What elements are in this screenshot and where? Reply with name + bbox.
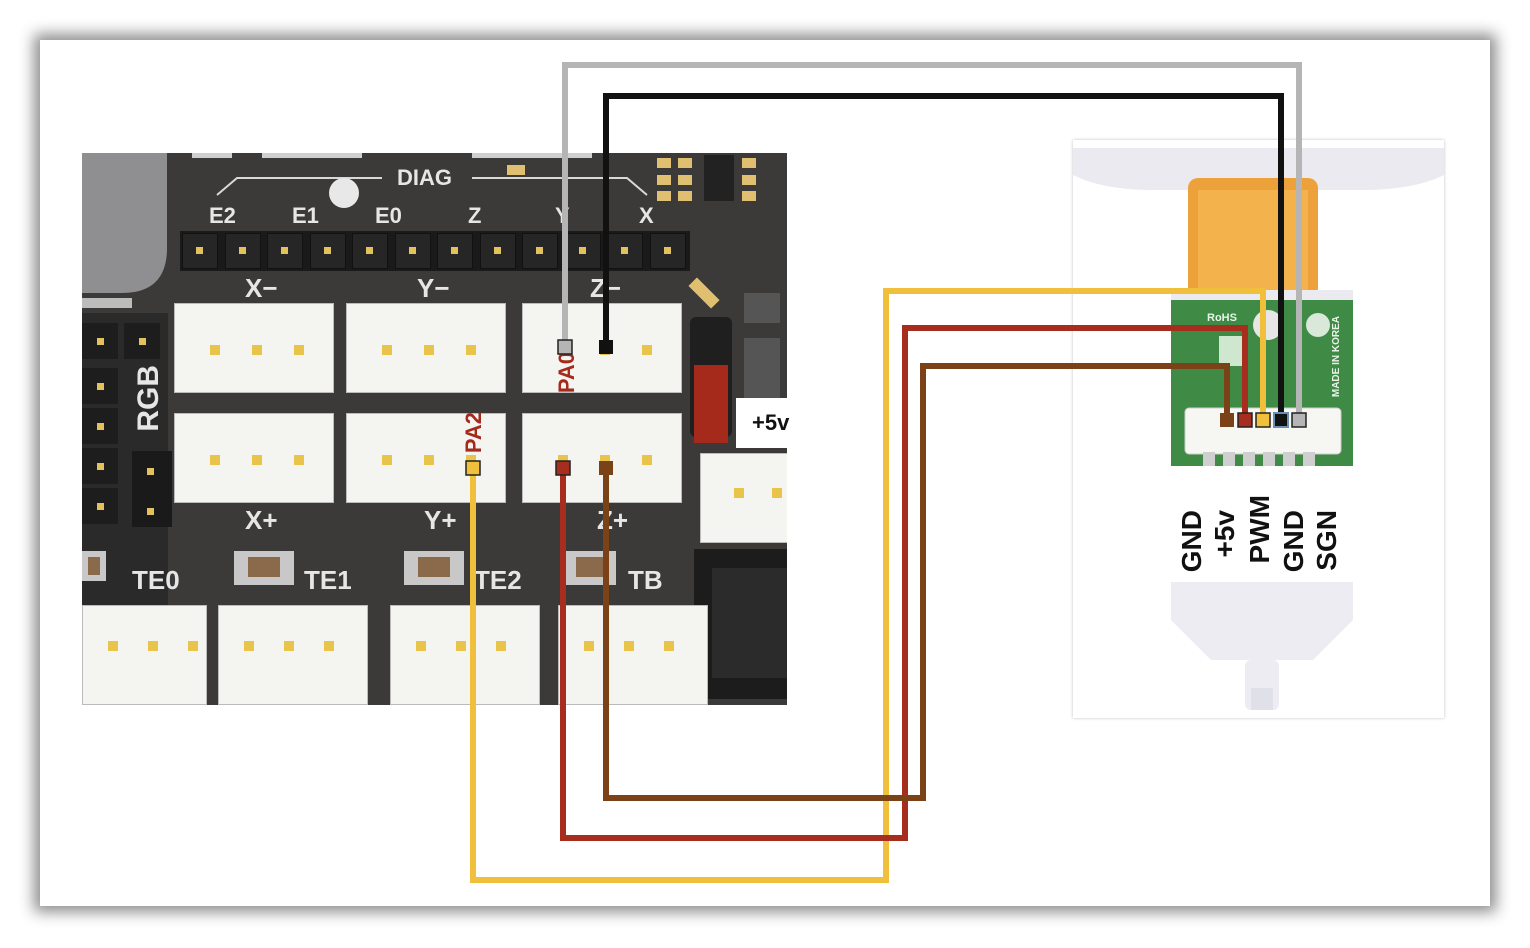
jst-contact: [324, 641, 334, 651]
header-pin-contact: [147, 508, 154, 515]
terminal-pa0: [557, 339, 573, 355]
mount-hole: [329, 178, 359, 208]
jst-contact: [424, 455, 434, 465]
jst-contact: [252, 345, 262, 355]
diag-pin-e0: E0: [375, 203, 402, 228]
endstop-y-plus-label: Y+: [424, 505, 457, 535]
endstop-x-plus-label: X+: [245, 505, 278, 535]
terminal-gnd: [599, 461, 613, 475]
jst-contact: [734, 488, 744, 498]
sensor-graphic: [1073, 148, 1444, 710]
endstop-x-minus-label: X−: [245, 273, 278, 303]
wire-gray: [562, 62, 1302, 420]
jst-contact: [244, 641, 254, 651]
terminal-gnd-fan: [599, 340, 613, 354]
endstop-y-minus-label: Y−: [417, 273, 450, 303]
header-pin-contact: [366, 247, 373, 254]
thermistor-connector: [82, 605, 207, 705]
jst-contact: [642, 455, 652, 465]
header-pin-contact: [97, 338, 104, 345]
jst-contact: [188, 641, 198, 651]
terminal-5v: [555, 460, 571, 476]
rohs-text: RoHS: [1207, 312, 1237, 324]
jst-contact: [382, 345, 392, 355]
header-pin-contact: [578, 247, 586, 254]
jumper: [694, 365, 728, 443]
jst-contact: [642, 345, 652, 355]
header-pin-contact: [97, 463, 104, 470]
jst-contact: [148, 641, 158, 651]
jst-contact: [466, 345, 476, 355]
diag-label: DIAG: [397, 165, 452, 190]
thermistor-te1-label: TE1: [304, 565, 352, 595]
wire-brown: [603, 363, 1230, 801]
jst-contact: [600, 455, 610, 465]
header-pin-contact: [238, 247, 246, 254]
jst-contact: [252, 455, 262, 465]
header-pin-contact: [97, 503, 104, 510]
thermistor-connector: [558, 605, 708, 705]
sensor-terminal-5v: [1237, 412, 1253, 428]
header-pin-contact: [97, 423, 104, 430]
jst-contact: [456, 641, 466, 651]
sensor-terminal-gnd-2: [1273, 412, 1289, 428]
thermistor-tb-label: TB: [628, 565, 663, 595]
header-pin: [182, 233, 218, 269]
jst-contact: [624, 641, 634, 651]
thermistor-te0-label: TE0: [132, 565, 180, 595]
header-pin-contact: [139, 338, 146, 345]
thermistor-connector: [390, 605, 540, 705]
jst-contact: [466, 455, 476, 465]
header-pin: [564, 233, 601, 269]
diag-pin-e1: E1: [292, 203, 319, 228]
diag-pin-e2: E2: [209, 203, 236, 228]
header-pin-contact: [196, 247, 203, 254]
header-pin-contact: [663, 247, 671, 254]
diag-pin-z: Z: [468, 203, 482, 228]
thermistor-connector: [218, 605, 368, 705]
sensor-terminal-sgn: [1291, 412, 1307, 428]
jst-connector: [700, 453, 787, 543]
header-pin: [437, 233, 473, 269]
jst-contact: [496, 641, 506, 651]
header-pin-contact: [147, 468, 154, 475]
wire-black: [603, 93, 1284, 420]
header-pin-contact: [323, 247, 331, 254]
header-pin-contact: [621, 247, 628, 254]
jst-contact: [108, 641, 118, 651]
header-pin-contact: [97, 383, 104, 390]
power-5v-label: +5v: [736, 398, 826, 448]
capacitor: [82, 153, 167, 293]
jst-contact: [294, 455, 304, 465]
wire-yellow: [470, 288, 1266, 883]
jst-contact: [558, 455, 568, 465]
header-pin: [224, 233, 261, 269]
jst-contact: [424, 345, 434, 355]
header-pin-contact: [451, 247, 458, 254]
endstop-z-plus-label: Z+: [597, 505, 629, 535]
thermistor-te2-label: TE2: [474, 565, 522, 595]
jst-contact: [210, 455, 220, 465]
jst-contact: [772, 488, 782, 498]
jst-contact: [284, 641, 294, 651]
jst-contact: [382, 455, 392, 465]
diag-pin-x: X: [639, 203, 654, 228]
jst-contact: [416, 641, 426, 651]
sensor-terminal-pwm: [1255, 412, 1271, 428]
header-pin-contact: [408, 247, 416, 254]
header-pin-contact: [536, 247, 543, 254]
jst-contact: [664, 641, 674, 651]
terminal-pa2: [465, 460, 481, 476]
wire-red: [560, 325, 1248, 841]
header-pin-contact: [281, 247, 288, 254]
sensor-terminal-gnd: [1220, 413, 1234, 427]
jst-contact: [294, 345, 304, 355]
header-pin-contact: [493, 247, 501, 254]
jst-contact: [210, 345, 220, 355]
jst-contact: [584, 641, 594, 651]
controller-board: DIAG E2 E1 E0 Z Y X X− Y− Z− X+ Y+ Z+ RG…: [82, 153, 787, 705]
flow-sensor-card: RoHS MADE IN KOREA: [1073, 140, 1444, 718]
